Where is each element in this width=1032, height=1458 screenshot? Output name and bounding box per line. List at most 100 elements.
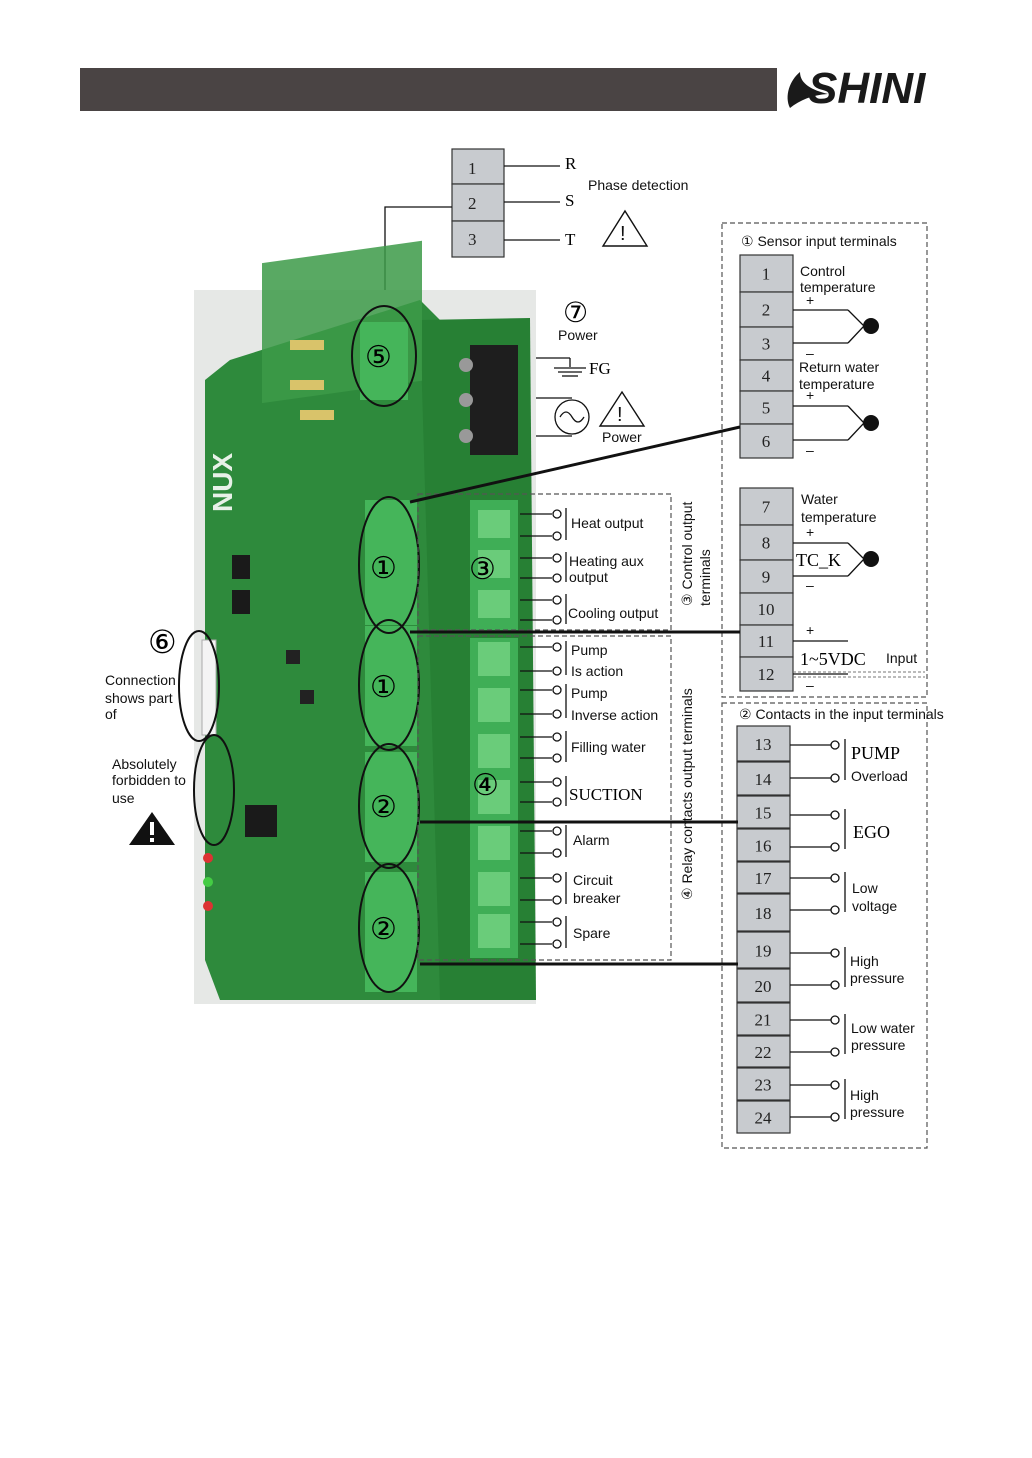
sensor-terminal — [739, 359, 794, 392]
minus-sign: – — [806, 345, 814, 361]
sensor-terminal — [739, 592, 794, 626]
contact-terminal-number: 18 — [755, 904, 772, 923]
marker-ellipse-forbidden — [193, 734, 235, 846]
power-label: Power — [558, 327, 598, 343]
contact-terminal — [736, 1100, 791, 1134]
contact-terminal-icon — [552, 531, 562, 541]
sensor-terminal — [739, 624, 794, 658]
sensor-terminal-number: 4 — [762, 367, 771, 386]
return-temp-label: temperature — [799, 376, 875, 392]
contact-terminal-icon — [552, 709, 562, 719]
relay-label: Alarm — [573, 832, 610, 848]
contact-terminal-number: 21 — [755, 1011, 772, 1030]
contact-terminal-icon — [830, 1112, 840, 1122]
contact-terminal-icon — [830, 842, 840, 852]
input-contact-label: Low — [852, 880, 879, 896]
marker-3: ③ — [469, 553, 496, 586]
marker-2: ② — [370, 791, 397, 824]
marker-1: ① — [370, 552, 397, 585]
plus-sign: + — [806, 387, 814, 403]
sensor-terminal — [739, 254, 794, 293]
phase-terminal-number: 3 — [468, 230, 477, 249]
input-contact-label: High — [850, 953, 879, 969]
relay-output-block: Pump Is action Pump Inverse action Filli… — [417, 635, 695, 961]
svg-text:!: ! — [617, 404, 623, 426]
input-contact-label: pressure — [850, 970, 905, 986]
phase-terminal-3 — [451, 220, 505, 258]
leader-lines — [409, 425, 741, 966]
heating-aux-label: Heating aux — [569, 553, 644, 569]
contact-terminal-icon — [552, 732, 562, 742]
contact-terminal-number: 15 — [755, 804, 772, 823]
contact-terminal-icon — [552, 509, 562, 519]
control-output-vertical-label: ③ Control output — [679, 502, 695, 606]
contact-terminal-icon — [552, 848, 562, 858]
contact-terminal-number: 13 — [755, 735, 772, 754]
phase-label-t: T — [565, 230, 576, 249]
svg-text:!: ! — [620, 223, 626, 245]
marker-6: ⑥ — [148, 624, 177, 660]
sensor-terminal-number: 10 — [758, 600, 775, 619]
contact-terminal-number: 14 — [755, 770, 773, 789]
contact-terminal — [736, 893, 791, 932]
relay-label: SUCTION — [569, 785, 643, 804]
contact-terminal-number: 23 — [755, 1076, 772, 1095]
input-contact-label: PUMP — [851, 743, 900, 763]
forbidden-note: use — [112, 790, 135, 806]
marker-ellipse-1a — [358, 496, 420, 634]
contact-terminal-icon — [552, 573, 562, 583]
plus-sign: + — [806, 524, 814, 540]
marker-ellipse-5 — [351, 305, 417, 407]
relay-label: Inverse action — [571, 707, 658, 723]
phase-label-s: S — [565, 191, 574, 210]
contact-terminal — [736, 828, 791, 862]
shini-logo: SHINI — [787, 64, 926, 113]
contacts-input-block: ② Contacts in the input terminals 131415… — [721, 702, 944, 1149]
phase-terminal-1 — [451, 148, 505, 185]
plus-sign: + — [806, 622, 814, 638]
input-contact-label: pressure — [850, 1104, 905, 1120]
heat-output-label: Heat output — [571, 515, 643, 531]
input-range-label: 1~5VDC — [800, 649, 866, 669]
contact-terminal-icon — [830, 1080, 840, 1090]
contact-terminal-icon — [830, 740, 840, 750]
sensor-terminal-number: 11 — [758, 632, 774, 651]
power-warning-icon: ! — [598, 390, 646, 427]
connection-note: shows part — [105, 690, 173, 706]
marker-ellipse-6 — [178, 630, 220, 742]
relay-label: Pump — [571, 642, 608, 658]
sensor-terminal-number: 12 — [758, 665, 775, 684]
thermocouple-junction-icon — [863, 415, 879, 431]
input-contact-label: Overload — [851, 768, 908, 784]
contact-terminal-icon — [830, 873, 840, 883]
contact-terminal-icon — [552, 777, 562, 787]
control-output-frame — [417, 493, 672, 631]
heating-aux-label: output — [569, 569, 608, 585]
input-contact-label: voltage — [852, 898, 897, 914]
relay-label: Pump — [571, 685, 608, 701]
contact-terminal-icon — [552, 797, 562, 807]
control-output-vertical-label: terminals — [697, 549, 713, 606]
sensor-terminal — [739, 487, 794, 526]
marker-ellipse-2a — [358, 743, 420, 869]
board-markers: ⑤ ① ① ② ② ③ ④ ⑥ — [148, 305, 499, 993]
fg-label: FG — [589, 359, 611, 378]
sensor-terminal-number: 6 — [762, 432, 771, 451]
phase-terminal-2 — [451, 183, 505, 222]
connection-note: Connection — [105, 672, 176, 688]
marker-ellipse-2b — [358, 863, 420, 993]
contact-terminal-icon — [552, 753, 562, 763]
warning-icon: ! — [601, 209, 649, 247]
board-brand: NUX — [207, 453, 238, 512]
contact-terminal — [736, 931, 791, 969]
phase-detection-block: 1 2 3 R S T Phase detection ! — [384, 148, 688, 318]
input-contact-label: EGO — [853, 822, 890, 842]
contact-terminal-number: 16 — [755, 837, 772, 856]
logo-text: SHINI — [808, 64, 926, 113]
contact-terminal-icon — [552, 553, 562, 563]
contact-terminal-icon — [552, 666, 562, 676]
forbidden-note: forbidden to — [112, 772, 186, 788]
contact-terminal-number: 24 — [755, 1109, 773, 1128]
